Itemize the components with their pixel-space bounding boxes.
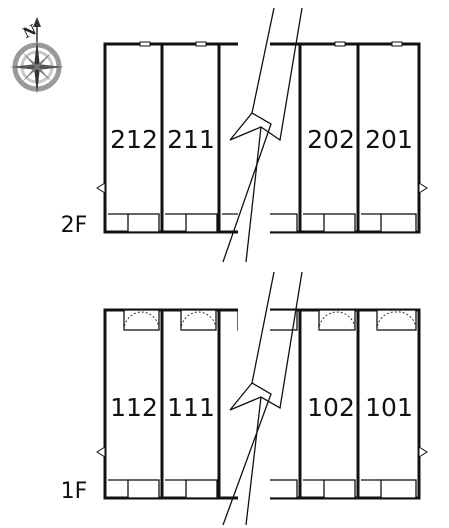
compass-rose-icon: N <box>10 17 64 94</box>
unit-211-label: 211 <box>167 125 215 154</box>
unit-212-label: 212 <box>110 125 158 154</box>
floor-2f-plan <box>96 7 428 263</box>
unit-112-label: 112 <box>110 393 158 422</box>
floor-2f-label: 2F <box>61 213 88 238</box>
unit-202-label: 202 <box>307 125 355 154</box>
unit-201-label: 201 <box>365 125 413 154</box>
floor-1f-label: 1F <box>61 479 88 504</box>
unit-102-label: 102 <box>307 393 355 422</box>
floor-1f-plan <box>96 271 428 526</box>
unit-101-label: 101 <box>365 393 413 422</box>
unit-111-label: 111 <box>167 393 215 422</box>
